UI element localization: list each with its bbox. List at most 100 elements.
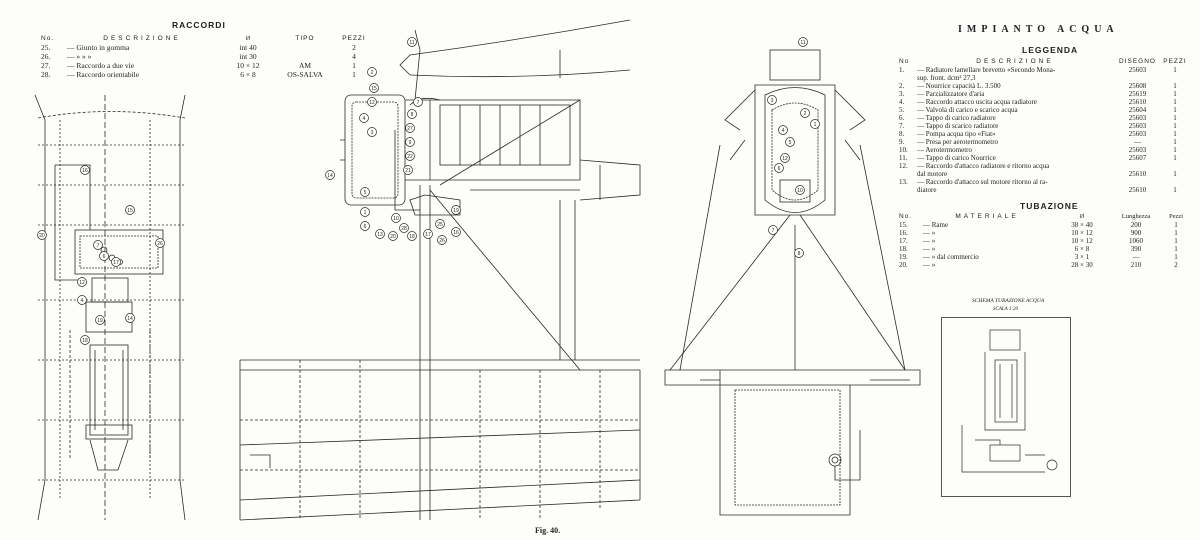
callout-front-view: 10 (795, 185, 805, 195)
table-cell: 25603 (1128, 66, 1147, 74)
table-cell: 1 (1174, 221, 1178, 229)
callout-circle (435, 219, 445, 229)
front-elevation-view (664, 49, 921, 516)
callout-side-view: 25 (435, 219, 445, 229)
callout-circle (407, 109, 417, 119)
callout-circle (80, 165, 90, 175)
callout-circle (794, 248, 804, 258)
table-row: 13.— Raccordo d'attacco sul motore ritor… (896, 178, 1191, 186)
callout-top-view: 17 (111, 257, 121, 267)
raccordi-row-pezzi: 1 (352, 61, 356, 70)
callout-label: 9 (409, 140, 412, 146)
table-cell: 1 (1173, 146, 1177, 154)
callout-side-view: 3 (367, 127, 377, 137)
table-cell: — Pompa acqua tipo «Fiat» (917, 130, 996, 138)
callout-circle (778, 125, 788, 135)
table-cell: 12. (899, 162, 908, 170)
table-cell: 1 (1173, 114, 1177, 122)
callout-side-view: 15 (369, 83, 379, 93)
callout-circle (93, 240, 103, 250)
callout-circle (407, 231, 417, 241)
callout-circle (391, 213, 401, 223)
raccordi-col-diam: Ø (245, 35, 251, 42)
callout-top-view: 20 (37, 230, 47, 240)
callout-label: 10 (393, 216, 399, 222)
callout-circle (375, 229, 385, 239)
callout-circle (785, 137, 795, 147)
callout-label: 12 (79, 280, 85, 286)
table-row: 25. — Giunto in gomma int 40 2 (38, 43, 374, 52)
raccordi-row-diam: 6 × 8 (240, 70, 256, 79)
table-cell: 28 × 30 (1071, 261, 1093, 269)
raccordi-row-diam: int 30 (239, 52, 257, 61)
callout-label: 8 (411, 112, 414, 118)
legenda-body: 1.— Radiatore lamellare brevetto «Second… (896, 66, 1191, 194)
table-cell: 1 (1173, 130, 1177, 138)
table-cell: 8. (899, 130, 905, 138)
callout-top-view: 18 (80, 335, 90, 345)
callout-side-view: 26 (437, 235, 447, 245)
table-cell: 38 × 40 (1071, 221, 1093, 229)
table-cell: 1 (1174, 253, 1178, 261)
callout-label: 19 (97, 318, 103, 324)
callout-circle (80, 335, 90, 345)
schema-inset-frame (941, 317, 1071, 497)
callout-label: 28 (401, 226, 407, 232)
callout-side-view: 14 (325, 170, 335, 180)
table-cell: 10 × 12 (1071, 229, 1093, 237)
raccordi-row-tipo: OS-SALVA (287, 70, 323, 79)
callout-circle (367, 67, 377, 77)
callout-circle (800, 108, 810, 118)
table-cell: 7. (899, 122, 905, 130)
callout-front-view: 12 (780, 153, 790, 163)
callout-label: 7 (417, 100, 420, 106)
callout-circle (125, 205, 135, 215)
callout-circle (405, 151, 415, 161)
callout-side-view: 4 (359, 113, 369, 123)
table-cell: 25610 (1128, 98, 1147, 106)
callout-top-view: 15 (125, 205, 135, 215)
tubazione-title: TUBAZIONE (1020, 201, 1079, 211)
table-cell: 1 (1174, 245, 1178, 253)
callout-label: 6 (778, 166, 781, 172)
table-cell: — » (923, 261, 936, 269)
raccordi-row-desc: — Raccordo orientabile (67, 70, 140, 79)
raccordi-row-pezzi: 1 (352, 70, 356, 79)
table-cell: — Radiatore lamellare brevetto «Secondo … (917, 66, 1056, 74)
callout-top-view: 16 (80, 165, 90, 175)
callout-circle (405, 137, 415, 147)
callout-front-view: 7 (768, 225, 778, 235)
callout-label: 14 (127, 316, 133, 322)
callout-label: 11 (409, 40, 414, 46)
raccordi-row-diam: 10 × 12 (236, 61, 260, 70)
table-cell: 2. (899, 82, 905, 90)
table-cell: 1 (1173, 186, 1177, 194)
tubazione-table: No. MATERIALE Ø Lunghezza Pezzi 15.— Ram… (896, 213, 1190, 269)
callout-side-view: 9 (405, 137, 415, 147)
table-cell: 3. (899, 90, 905, 98)
callout-label: 8 (798, 251, 801, 257)
table-cell: 25610 (1128, 186, 1147, 194)
callout-top-view: 19 (95, 315, 105, 325)
table-cell: — Parzializzatore d'aria (917, 90, 985, 98)
callout-side-view: 16 (451, 227, 461, 237)
callout-circle (155, 238, 165, 248)
callout-label: 3 (371, 130, 374, 136)
table-cell: 4. (899, 98, 905, 106)
table-cell: dal motore (917, 170, 948, 178)
callout-label: 21 (405, 168, 411, 174)
callout-circle (795, 185, 805, 195)
callout-circle (99, 251, 109, 261)
callout-label: 1 (364, 210, 367, 216)
table-cell: 2 (1174, 261, 1178, 269)
callout-circle (774, 163, 784, 173)
callout-label: 14 (327, 173, 333, 179)
raccordi-row-no: 27. (41, 61, 51, 70)
tubazione-col-pezzi: Pezzi (1168, 213, 1184, 220)
raccordi-row-desc: — » » » (67, 52, 92, 61)
